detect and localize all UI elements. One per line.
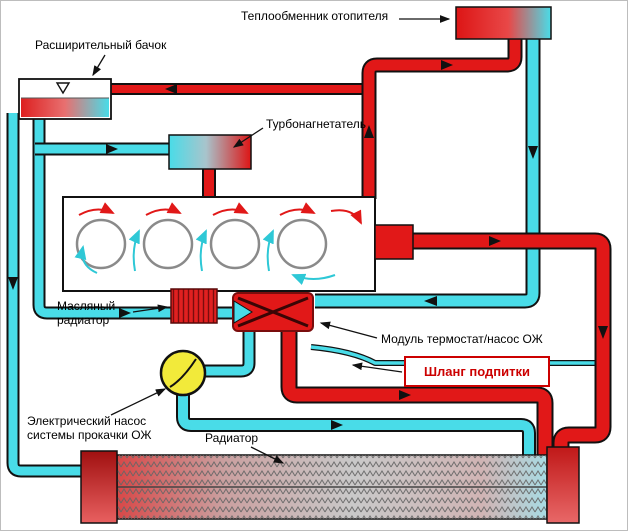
tank-level-mark xyxy=(55,82,71,95)
radiator-right-tank xyxy=(546,446,580,524)
label-radiator: Радиатор xyxy=(205,431,259,445)
label-pointer-arrows xyxy=(92,15,451,464)
pipe-cold-inner-left-drop xyxy=(32,113,233,320)
label-heater-exchanger: Теплообменник отопителя xyxy=(241,9,389,23)
pipe-cold-pump-to-radiator xyxy=(176,391,536,457)
cylinder-3 xyxy=(209,218,261,270)
cylinder-2 xyxy=(142,218,194,270)
heater-heat-exchanger xyxy=(455,6,552,40)
cylinder-1 xyxy=(75,218,127,270)
electric-coolant-pump xyxy=(159,349,207,397)
radiator-left-tank xyxy=(80,450,118,524)
label-electric-pump: Электрический насос системы прокачки ОЖ xyxy=(27,414,152,443)
pipe-cold-makeup-hose xyxy=(310,344,597,366)
main-radiator xyxy=(80,446,580,524)
flow-direction-arrows xyxy=(8,60,608,430)
label-makeup-hose: Шланг подпитки xyxy=(404,356,550,387)
pipe-cold-module-to-pump xyxy=(199,329,256,378)
engine-block xyxy=(62,196,414,292)
expansion-tank xyxy=(18,78,112,120)
oil-radiator xyxy=(170,288,218,324)
engine-outlet-port xyxy=(374,224,414,260)
pipe-hot-engine-outlet-loop xyxy=(409,232,612,455)
pipe-hot-module-to-radiator xyxy=(280,327,554,457)
pipe-cold-heater-return xyxy=(315,37,541,309)
engine-cold-flow-arrows xyxy=(74,229,336,286)
pipe-cold-expansion-left-drop xyxy=(6,113,85,478)
turbocharger xyxy=(168,134,252,170)
engine-hot-flow-arrows xyxy=(78,202,362,225)
cylinder-4 xyxy=(276,218,328,270)
label-turbocharger: Турбонагнетатель xyxy=(266,117,366,131)
label-expansion-tank: Расширительный бачок xyxy=(35,38,167,52)
label-oil-radiator: Масляный радиатор xyxy=(57,299,116,328)
label-thermostat-module: Модуль термостат/насос ОЖ xyxy=(379,332,565,347)
thermostat-pump-module xyxy=(232,292,314,332)
